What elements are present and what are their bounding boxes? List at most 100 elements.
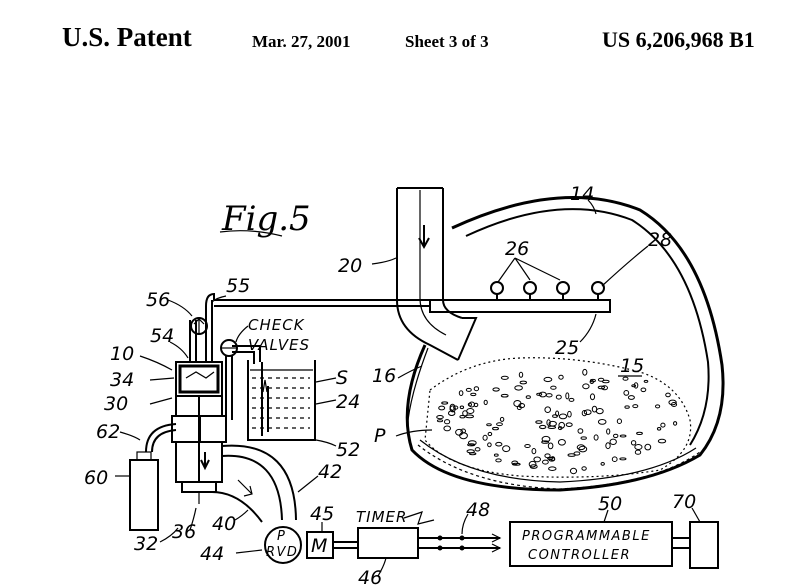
controller-label-line2: CONTROLLER xyxy=(528,548,631,563)
granule xyxy=(542,459,549,465)
granule xyxy=(525,395,531,399)
pump-label-rvd: RVD xyxy=(266,545,298,560)
granule xyxy=(511,460,519,466)
pump-cylinder xyxy=(171,292,261,504)
granule xyxy=(597,377,605,382)
granule xyxy=(487,431,493,437)
pump-label-p: P xyxy=(277,529,286,544)
granule xyxy=(589,393,596,401)
granule xyxy=(619,457,627,461)
unit-70 xyxy=(689,521,719,569)
granule xyxy=(449,403,456,411)
granule xyxy=(486,423,492,427)
granule xyxy=(487,442,492,448)
ref-40: 40 xyxy=(212,513,236,535)
reference-numerals: 14 28 26 20 25 15 16 55 56 54 10 34 30 6… xyxy=(84,183,696,588)
ref-50: 50 xyxy=(598,493,622,515)
granule xyxy=(558,421,566,429)
granule xyxy=(547,456,554,461)
granule xyxy=(511,462,521,466)
granule xyxy=(583,409,592,416)
patent-label: U.S. Patent xyxy=(62,22,192,52)
granule xyxy=(611,456,618,463)
granule xyxy=(528,460,537,468)
granule xyxy=(634,449,642,455)
hose xyxy=(211,444,297,523)
granule xyxy=(544,406,552,414)
granule xyxy=(606,428,611,435)
granule xyxy=(519,380,527,385)
granule xyxy=(496,422,503,427)
granule xyxy=(465,414,475,419)
granule xyxy=(630,440,637,446)
ref-70: 70 xyxy=(672,491,696,513)
granule xyxy=(577,428,584,434)
patent-date: Mar. 27, 2001 xyxy=(252,32,351,51)
valves-label: VALVES xyxy=(248,336,310,354)
granule xyxy=(576,444,586,451)
granule xyxy=(655,404,661,409)
granule xyxy=(567,410,572,418)
ref-36: 36 xyxy=(172,521,196,543)
granule xyxy=(547,442,554,450)
granule xyxy=(631,384,637,388)
granule xyxy=(634,444,643,450)
granule xyxy=(636,431,643,435)
granule xyxy=(673,421,678,426)
granule xyxy=(492,426,499,431)
granule xyxy=(640,387,647,393)
granule xyxy=(550,385,557,390)
granule xyxy=(444,419,451,425)
check-label: CHECK xyxy=(248,316,305,334)
granule xyxy=(627,395,635,400)
granule xyxy=(593,434,599,441)
granule xyxy=(619,434,627,438)
granular-material xyxy=(424,357,692,478)
granule xyxy=(436,419,444,423)
granule xyxy=(609,438,617,445)
timer-box: TIMER xyxy=(333,508,435,559)
granule xyxy=(550,456,556,462)
granule xyxy=(495,441,503,447)
granule xyxy=(623,390,630,396)
granule xyxy=(473,386,480,392)
ref-46: 46 xyxy=(358,567,382,588)
granule xyxy=(493,453,499,457)
check-valve xyxy=(220,339,238,357)
figure-title-underline xyxy=(219,230,283,237)
ref-20: 20 xyxy=(338,255,362,277)
ref-10: 10 xyxy=(110,343,134,365)
spray-header xyxy=(214,281,611,313)
inlet-pipe xyxy=(396,187,478,361)
granule xyxy=(438,405,446,411)
granule xyxy=(555,394,562,400)
granule xyxy=(581,466,587,471)
ref-24: 24 xyxy=(336,391,360,413)
granule xyxy=(546,419,551,426)
ref-s: S xyxy=(336,367,348,389)
granule xyxy=(622,376,629,381)
granule xyxy=(591,405,598,413)
granule xyxy=(643,379,649,383)
granule xyxy=(535,420,543,424)
ref-30: 30 xyxy=(104,393,128,415)
granule xyxy=(545,393,553,398)
granule xyxy=(552,414,558,418)
controller-label-line1: PROGRAMMABLE xyxy=(522,529,651,544)
granule xyxy=(568,397,575,402)
granule xyxy=(495,458,502,463)
granule xyxy=(541,440,549,444)
granule xyxy=(580,436,587,440)
ref-26: 26 xyxy=(505,238,529,260)
ref-42: 42 xyxy=(318,461,342,483)
flow-arrow-down xyxy=(418,225,430,250)
granule xyxy=(656,427,662,431)
granule xyxy=(518,371,524,378)
ref-54: 54 xyxy=(150,325,174,347)
granule xyxy=(633,382,639,389)
ref-32: 32 xyxy=(134,533,158,555)
granule xyxy=(543,376,553,383)
granule xyxy=(459,432,468,440)
granule xyxy=(533,456,542,463)
granule xyxy=(644,443,652,451)
